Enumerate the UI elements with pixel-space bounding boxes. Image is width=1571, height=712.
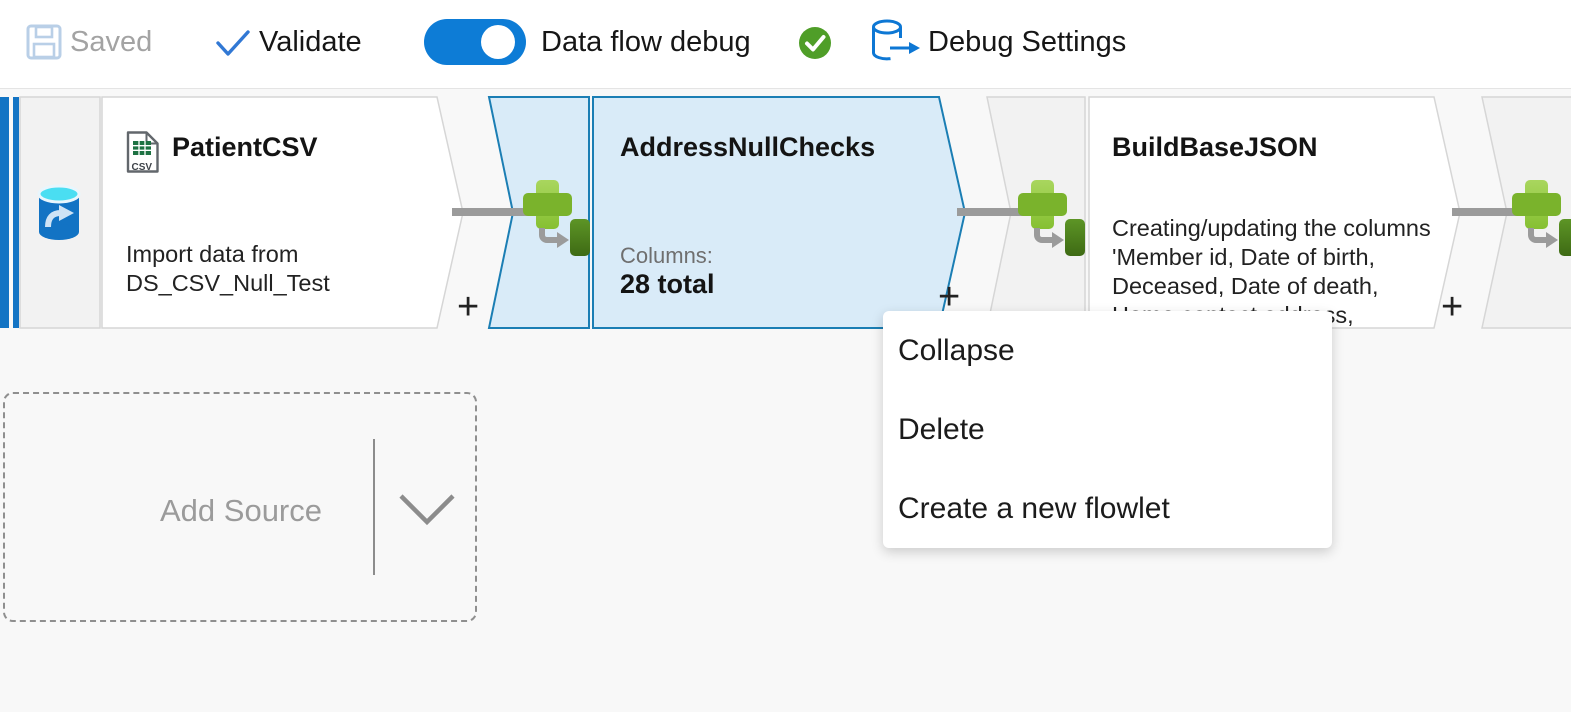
node-title-buildbasejson: BuildBaseJSON	[1112, 132, 1318, 162]
chevron-down-icon[interactable]	[397, 493, 457, 527]
data-flow-debug-label: Data flow debug	[541, 26, 751, 58]
csv-file-icon: CSV	[126, 131, 159, 173]
node-body-patientcsv[interactable]	[101, 96, 464, 329]
debug-ready-check-icon	[799, 27, 831, 59]
toggle-knob	[481, 25, 515, 59]
node-description-patientcsv: Import data from DS_CSV_Null_Test	[126, 241, 330, 296]
add-source-box[interactable]: Add Source	[3, 392, 477, 622]
debug-settings-icon	[872, 19, 920, 61]
add-source-divider	[373, 439, 375, 575]
validate-check-icon	[216, 30, 250, 56]
saved-status-label: Saved	[70, 26, 153, 58]
derived-column-icon	[1016, 178, 1088, 258]
add-transformation-button[interactable]: +	[1441, 286, 1464, 328]
svg-text:CSV: CSV	[132, 162, 153, 173]
connector-patientcsv-to-addressnullchecks	[452, 208, 532, 216]
columns-value: 28 total	[620, 269, 715, 299]
add-source-label[interactable]: Add Source	[160, 493, 322, 528]
validate-button[interactable]: Validate	[259, 26, 362, 58]
menu-item-collapse[interactable]: Collapse	[898, 333, 1015, 367]
save-icon	[26, 24, 62, 60]
clipped-node-stripe-outer	[0, 97, 9, 328]
columns-label: Columns:	[620, 243, 713, 268]
node-body-addressnullchecks[interactable]	[592, 96, 967, 329]
add-transformation-button[interactable]: +	[938, 276, 961, 318]
derived-column-icon	[1510, 178, 1571, 258]
node-title-patientcsv: PatientCSV	[172, 132, 318, 162]
source-dataset-panel[interactable]	[19, 96, 101, 329]
data-flow-debug-toggle[interactable]	[424, 19, 526, 65]
menu-item-delete[interactable]: Delete	[898, 412, 985, 446]
clipped-node-stripe-inner	[13, 97, 19, 328]
node-body-buildbasejson[interactable]	[1088, 96, 1461, 329]
connector-addressnullchecks-to-buildbasejson	[957, 208, 1037, 216]
debug-settings-button[interactable]: Debug Settings	[928, 26, 1127, 58]
node-title-addressnullchecks: AddressNullChecks	[620, 132, 876, 162]
node-context-menu: Collapse Delete Create a new flowlet	[883, 311, 1332, 548]
derived-column-icon	[521, 178, 593, 258]
menu-item-create-flowlet[interactable]: Create a new flowlet	[898, 491, 1170, 525]
add-transformation-button[interactable]: +	[457, 286, 480, 328]
dataset-icon	[37, 184, 81, 240]
data-flow-canvas[interactable]: CSV PatientCSV Import data from DS_CSV_N…	[0, 88, 1571, 712]
toolbar: Saved Validate Data flow debug Debug Set…	[0, 0, 1571, 89]
connector-buildbasejson-to-next	[1452, 208, 1534, 216]
